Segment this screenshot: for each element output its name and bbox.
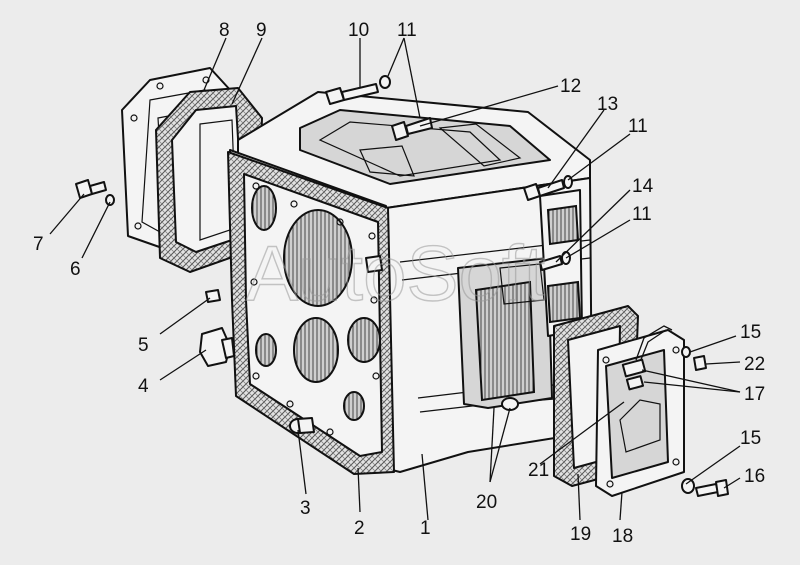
label-18: 18 xyxy=(612,526,633,547)
label-11-mid: 11 xyxy=(628,116,648,137)
upper-left-bore xyxy=(251,185,277,231)
label-20: 20 xyxy=(476,492,497,513)
label-11-low: 11 xyxy=(632,204,652,225)
label-4: 4 xyxy=(138,376,149,397)
leader-lines xyxy=(49,37,741,521)
label-16: 16 xyxy=(744,466,765,487)
label-15-bottom: 15 xyxy=(740,428,761,449)
label-22: 22 xyxy=(744,354,765,375)
label-19: 19 xyxy=(570,524,591,545)
label-2: 2 xyxy=(354,518,365,539)
bolt-16 xyxy=(681,478,729,497)
washer-11-top xyxy=(379,75,391,89)
label-9: 9 xyxy=(256,20,267,41)
large-bore xyxy=(283,209,353,307)
label-13: 13 xyxy=(597,94,618,115)
side-cover-18 xyxy=(595,325,685,497)
label-21: 21 xyxy=(528,460,549,481)
fitting-4 xyxy=(199,327,235,367)
pin-3 xyxy=(289,417,315,434)
bolt-10 xyxy=(325,83,379,105)
bolt-7 xyxy=(75,179,107,199)
label-12: 12 xyxy=(560,76,581,97)
watermark: AutoSoft xyxy=(246,229,546,317)
label-5: 5 xyxy=(138,335,149,356)
label-6: 6 xyxy=(70,259,81,280)
small-bore xyxy=(255,333,277,367)
bottom-bore xyxy=(343,391,365,421)
label-15-top: 15 xyxy=(740,322,761,343)
plug-5 xyxy=(205,289,221,303)
label-11-top: 11 xyxy=(397,20,417,41)
washer-6 xyxy=(105,194,115,206)
callout-labels: 8 9 10 11 12 13 11 14 11 7 6 5 4 3 2 1 2… xyxy=(33,20,765,547)
housing-1 xyxy=(227,91,593,475)
right-bore xyxy=(347,317,381,363)
label-8: 8 xyxy=(219,20,230,41)
label-14: 14 xyxy=(632,176,654,197)
bolt-12 xyxy=(391,117,433,141)
label-7: 7 xyxy=(33,234,44,255)
label-10: 10 xyxy=(348,20,369,41)
label-3: 3 xyxy=(300,498,311,519)
label-17: 17 xyxy=(744,384,765,405)
lower-bore xyxy=(293,317,339,383)
label-1: 1 xyxy=(420,518,431,539)
